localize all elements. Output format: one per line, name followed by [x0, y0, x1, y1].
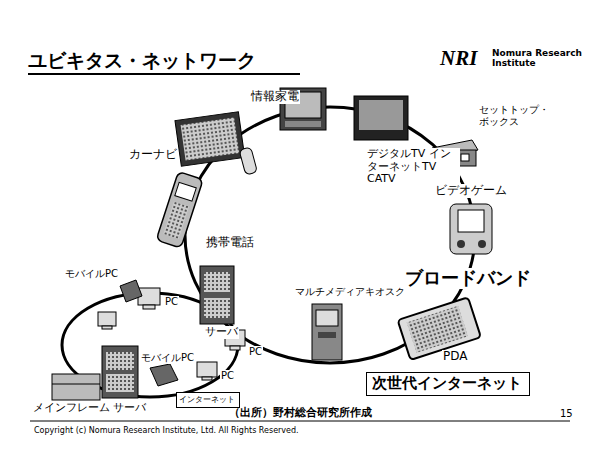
- page-number: 15: [560, 408, 573, 420]
- device-label: ビデオゲーム: [434, 184, 508, 198]
- device-label: デジタルTV インターネットTV CATV: [366, 148, 460, 186]
- device-label: カーナビ: [128, 148, 178, 162]
- device-label: PC: [248, 346, 263, 358]
- slide-title: ユビキタス・ネットワーク: [28, 50, 256, 72]
- network-label: ブロードバンド: [404, 268, 532, 289]
- device-label: サーバ: [204, 326, 239, 339]
- box-text: 次世代インターネット: [372, 374, 524, 393]
- network-box: インターネット: [176, 392, 240, 408]
- network-box: 次世代インターネット: [366, 372, 530, 396]
- logo-mark: NRI: [440, 46, 477, 70]
- device-label: モバイルPC: [140, 352, 195, 364]
- device-label: サーバ: [112, 402, 147, 415]
- device-label: セットトップ・ボックス: [478, 104, 552, 127]
- device-label: PC: [220, 370, 235, 382]
- device-label: モバイルPC: [64, 268, 119, 280]
- device-label: PDA: [442, 350, 468, 364]
- device-label: 情報家電: [250, 90, 300, 104]
- device-label: マルチメディアキオスク: [294, 286, 406, 298]
- source-note: （出所）野村総合研究所作成: [228, 407, 373, 420]
- device-label: PC: [164, 296, 179, 308]
- box-text: インターネット: [179, 394, 237, 405]
- logo-name: Nomura Research Institute: [492, 48, 582, 69]
- device-label: メインフレーム: [32, 402, 111, 415]
- device-label: 携帯電話: [205, 236, 255, 250]
- copyright-note: Copyright (c) Nomura Research Institute,…: [34, 426, 299, 435]
